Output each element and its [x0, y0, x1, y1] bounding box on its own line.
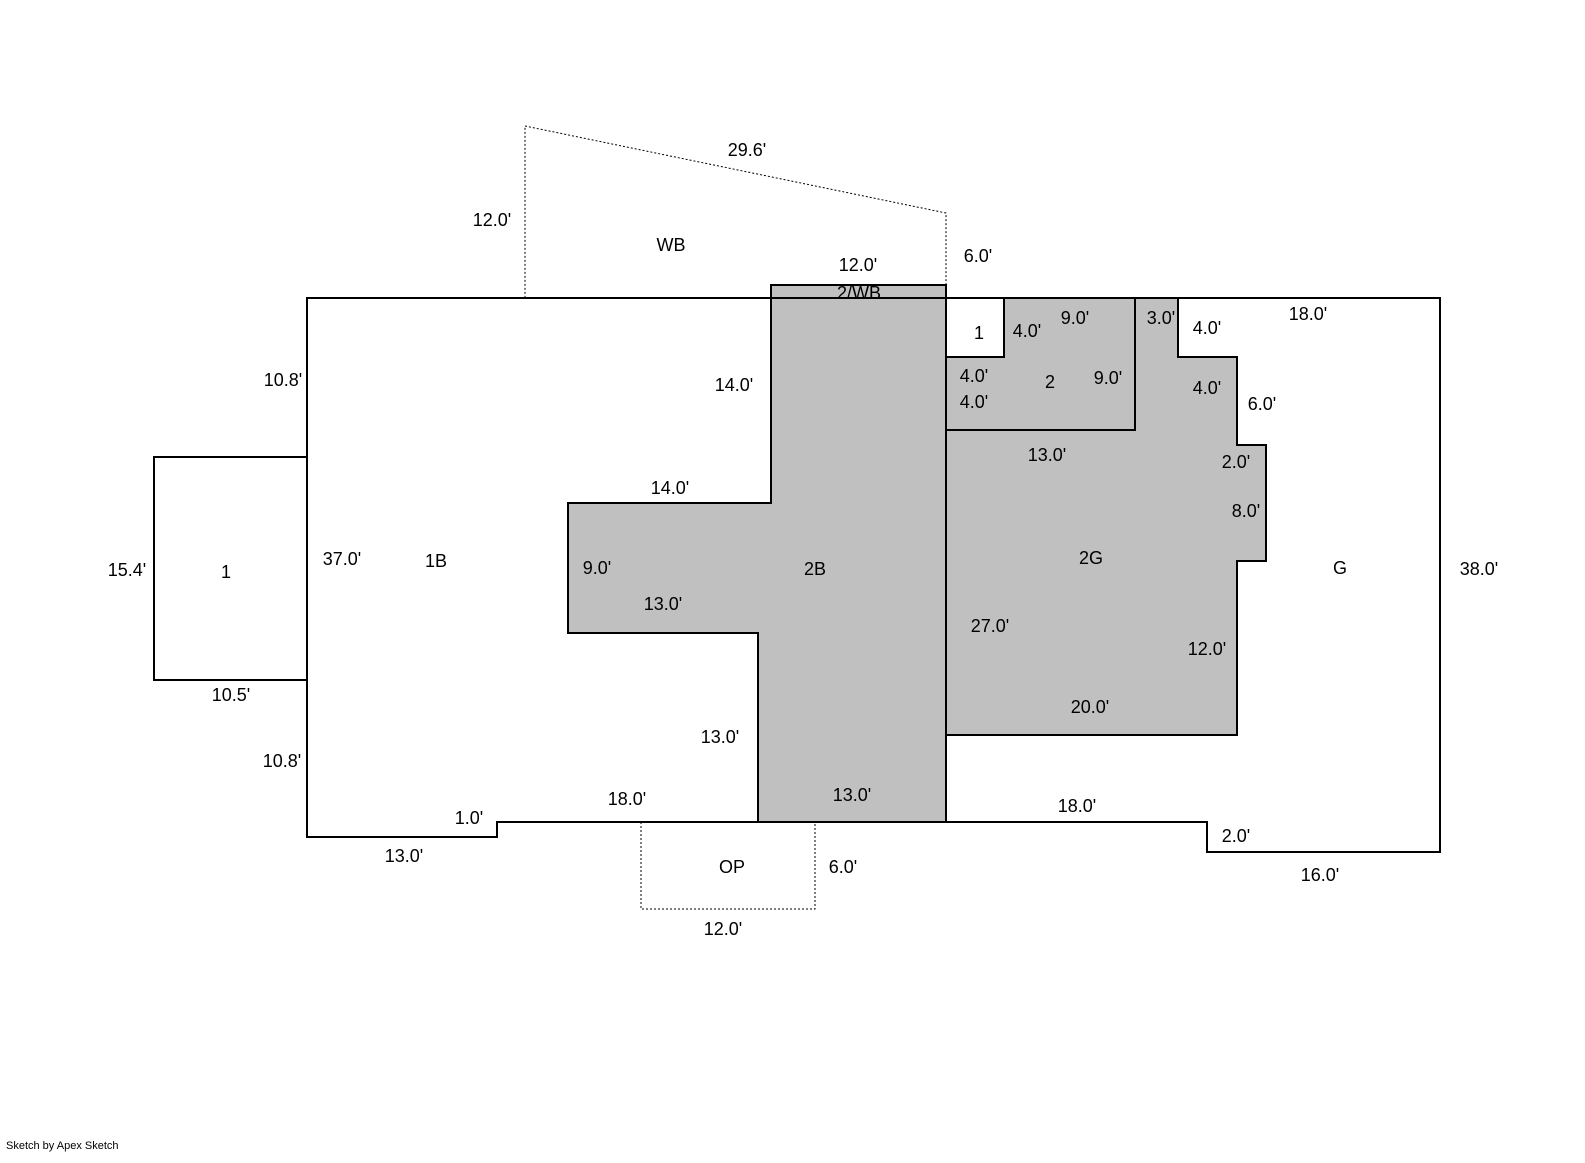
dimension-label: 12.0'	[473, 210, 511, 230]
dimension-label: 6.0'	[964, 246, 992, 266]
area-label-two: 2	[1045, 372, 1055, 392]
area-one-small-shape	[945, 297, 1005, 358]
dimension-label: 4.0'	[960, 366, 988, 386]
dimension-label: 18.0'	[608, 789, 646, 809]
dimension-label: 10.8'	[264, 370, 302, 390]
dimension-label: 4.0'	[1013, 321, 1041, 341]
dimension-label: 4.0'	[960, 392, 988, 412]
area-label-one-left: 1	[221, 562, 231, 582]
dimension-label: 16.0'	[1301, 865, 1339, 885]
area-label-op: OP	[719, 857, 745, 877]
dimension-label: 9.0'	[583, 558, 611, 578]
dimension-label: 9.0'	[1094, 368, 1122, 388]
area-label-two-g: 2G	[1079, 548, 1103, 568]
area-two-g-shape	[945, 297, 1267, 736]
dimension-label: 37.0'	[323, 549, 361, 569]
dimension-label: 13.0'	[385, 846, 423, 866]
dimension-label: 27.0'	[971, 616, 1009, 636]
dimension-label: 3.0'	[1147, 308, 1175, 328]
dimension-label: 10.5'	[212, 685, 250, 705]
dimension-label: 2.0'	[1222, 826, 1250, 846]
area-label-two-b: 2B	[804, 559, 826, 579]
dimension-label: 9.0'	[1061, 308, 1089, 328]
dimension-label: 13.0'	[1028, 445, 1066, 465]
dimension-label: 13.0'	[833, 785, 871, 805]
dimension-label: 14.0'	[715, 375, 753, 395]
dimension-label: 12.0'	[1188, 639, 1226, 659]
dimension-label: 2.0'	[1222, 452, 1250, 472]
dimension-label: 14.0'	[651, 478, 689, 498]
dimension-label: 29.6'	[728, 140, 766, 160]
dimension-label: 4.0'	[1193, 378, 1221, 398]
area-label-wb: WB	[657, 235, 686, 255]
area-label-one-b: 1B	[425, 551, 447, 571]
dimension-label: 15.4'	[108, 560, 146, 580]
dimension-label: 12.0'	[839, 255, 877, 275]
dimension-label: 10.8'	[263, 751, 301, 771]
area-label-g: G	[1333, 558, 1347, 578]
dimension-label: 18.0'	[1289, 304, 1327, 324]
dimension-label: 13.0'	[701, 727, 739, 747]
area-label-one-small: 1	[974, 323, 984, 343]
dimension-label: 13.0'	[644, 594, 682, 614]
dimension-label: 12.0'	[704, 919, 742, 939]
dimension-label: 6.0'	[829, 857, 857, 877]
dimension-label: 20.0'	[1071, 697, 1109, 717]
dimension-label: 6.0'	[1248, 394, 1276, 414]
area-wb-outline	[524, 125, 947, 299]
sketch-credit: Sketch by Apex Sketch	[6, 1140, 119, 1152]
dimension-label: 8.0'	[1232, 501, 1260, 521]
area-label-two-wb: 2/WB	[837, 283, 881, 303]
dimension-label: 18.0'	[1058, 796, 1096, 816]
dimension-label: 1.0'	[455, 808, 483, 828]
dimension-label: 38.0'	[1460, 559, 1498, 579]
dimension-label: 4.0'	[1193, 318, 1221, 338]
